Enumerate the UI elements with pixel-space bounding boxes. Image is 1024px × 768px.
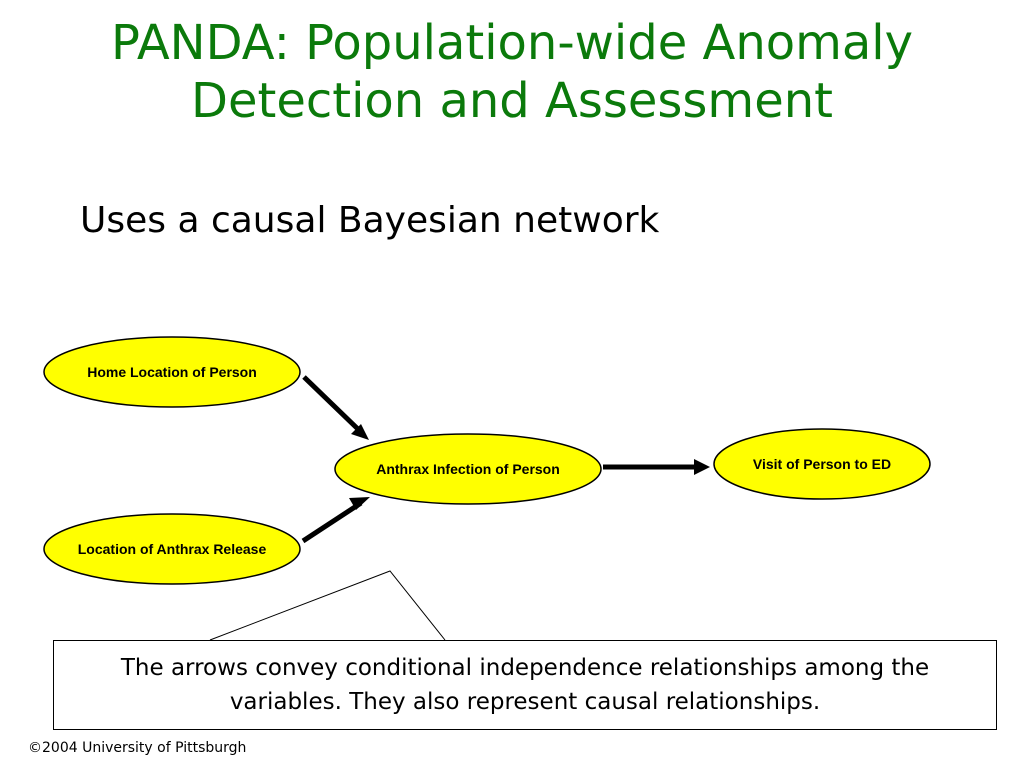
callout-text: The arrows convey conditional independen… <box>120 655 930 715</box>
slide-title-line-1: PANDA: Population-wide Anomaly <box>110 15 914 71</box>
node-anthrax-infection: Anthrax Infection of Person <box>376 461 560 477</box>
node-release-location-shape <box>43 513 301 585</box>
explanation-callout: The arrows convey conditional independen… <box>53 640 997 730</box>
slide-title: PANDA: Population-wide Anomaly Detection… <box>0 14 1024 130</box>
copyright-footer: ©2004 University of Pittsburgh <box>28 740 247 756</box>
node-ed-visit: Visit of Person to ED <box>752 456 892 472</box>
edge-home-to-infection <box>302 375 363 434</box>
node-home-location: Home Location of Person <box>87 364 257 380</box>
node-release-location: Location of Anthrax Release <box>77 541 267 557</box>
node-anthrax-infection-shape <box>334 433 602 505</box>
arrowhead-release-to-infection <box>349 497 370 510</box>
node-home-location-shape <box>43 336 301 408</box>
edge-release-to-infection <box>301 500 363 544</box>
node-ed-visit-shape <box>713 428 931 500</box>
arrowhead-infection-to-ed-visit <box>694 459 710 475</box>
slide-title-line-2: Detection and Assessment <box>191 73 833 129</box>
slide-subtitle: Uses a causal Bayesian network <box>80 200 660 241</box>
callout-pointer <box>209 570 446 641</box>
arrowhead-home-to-infection <box>351 424 369 440</box>
